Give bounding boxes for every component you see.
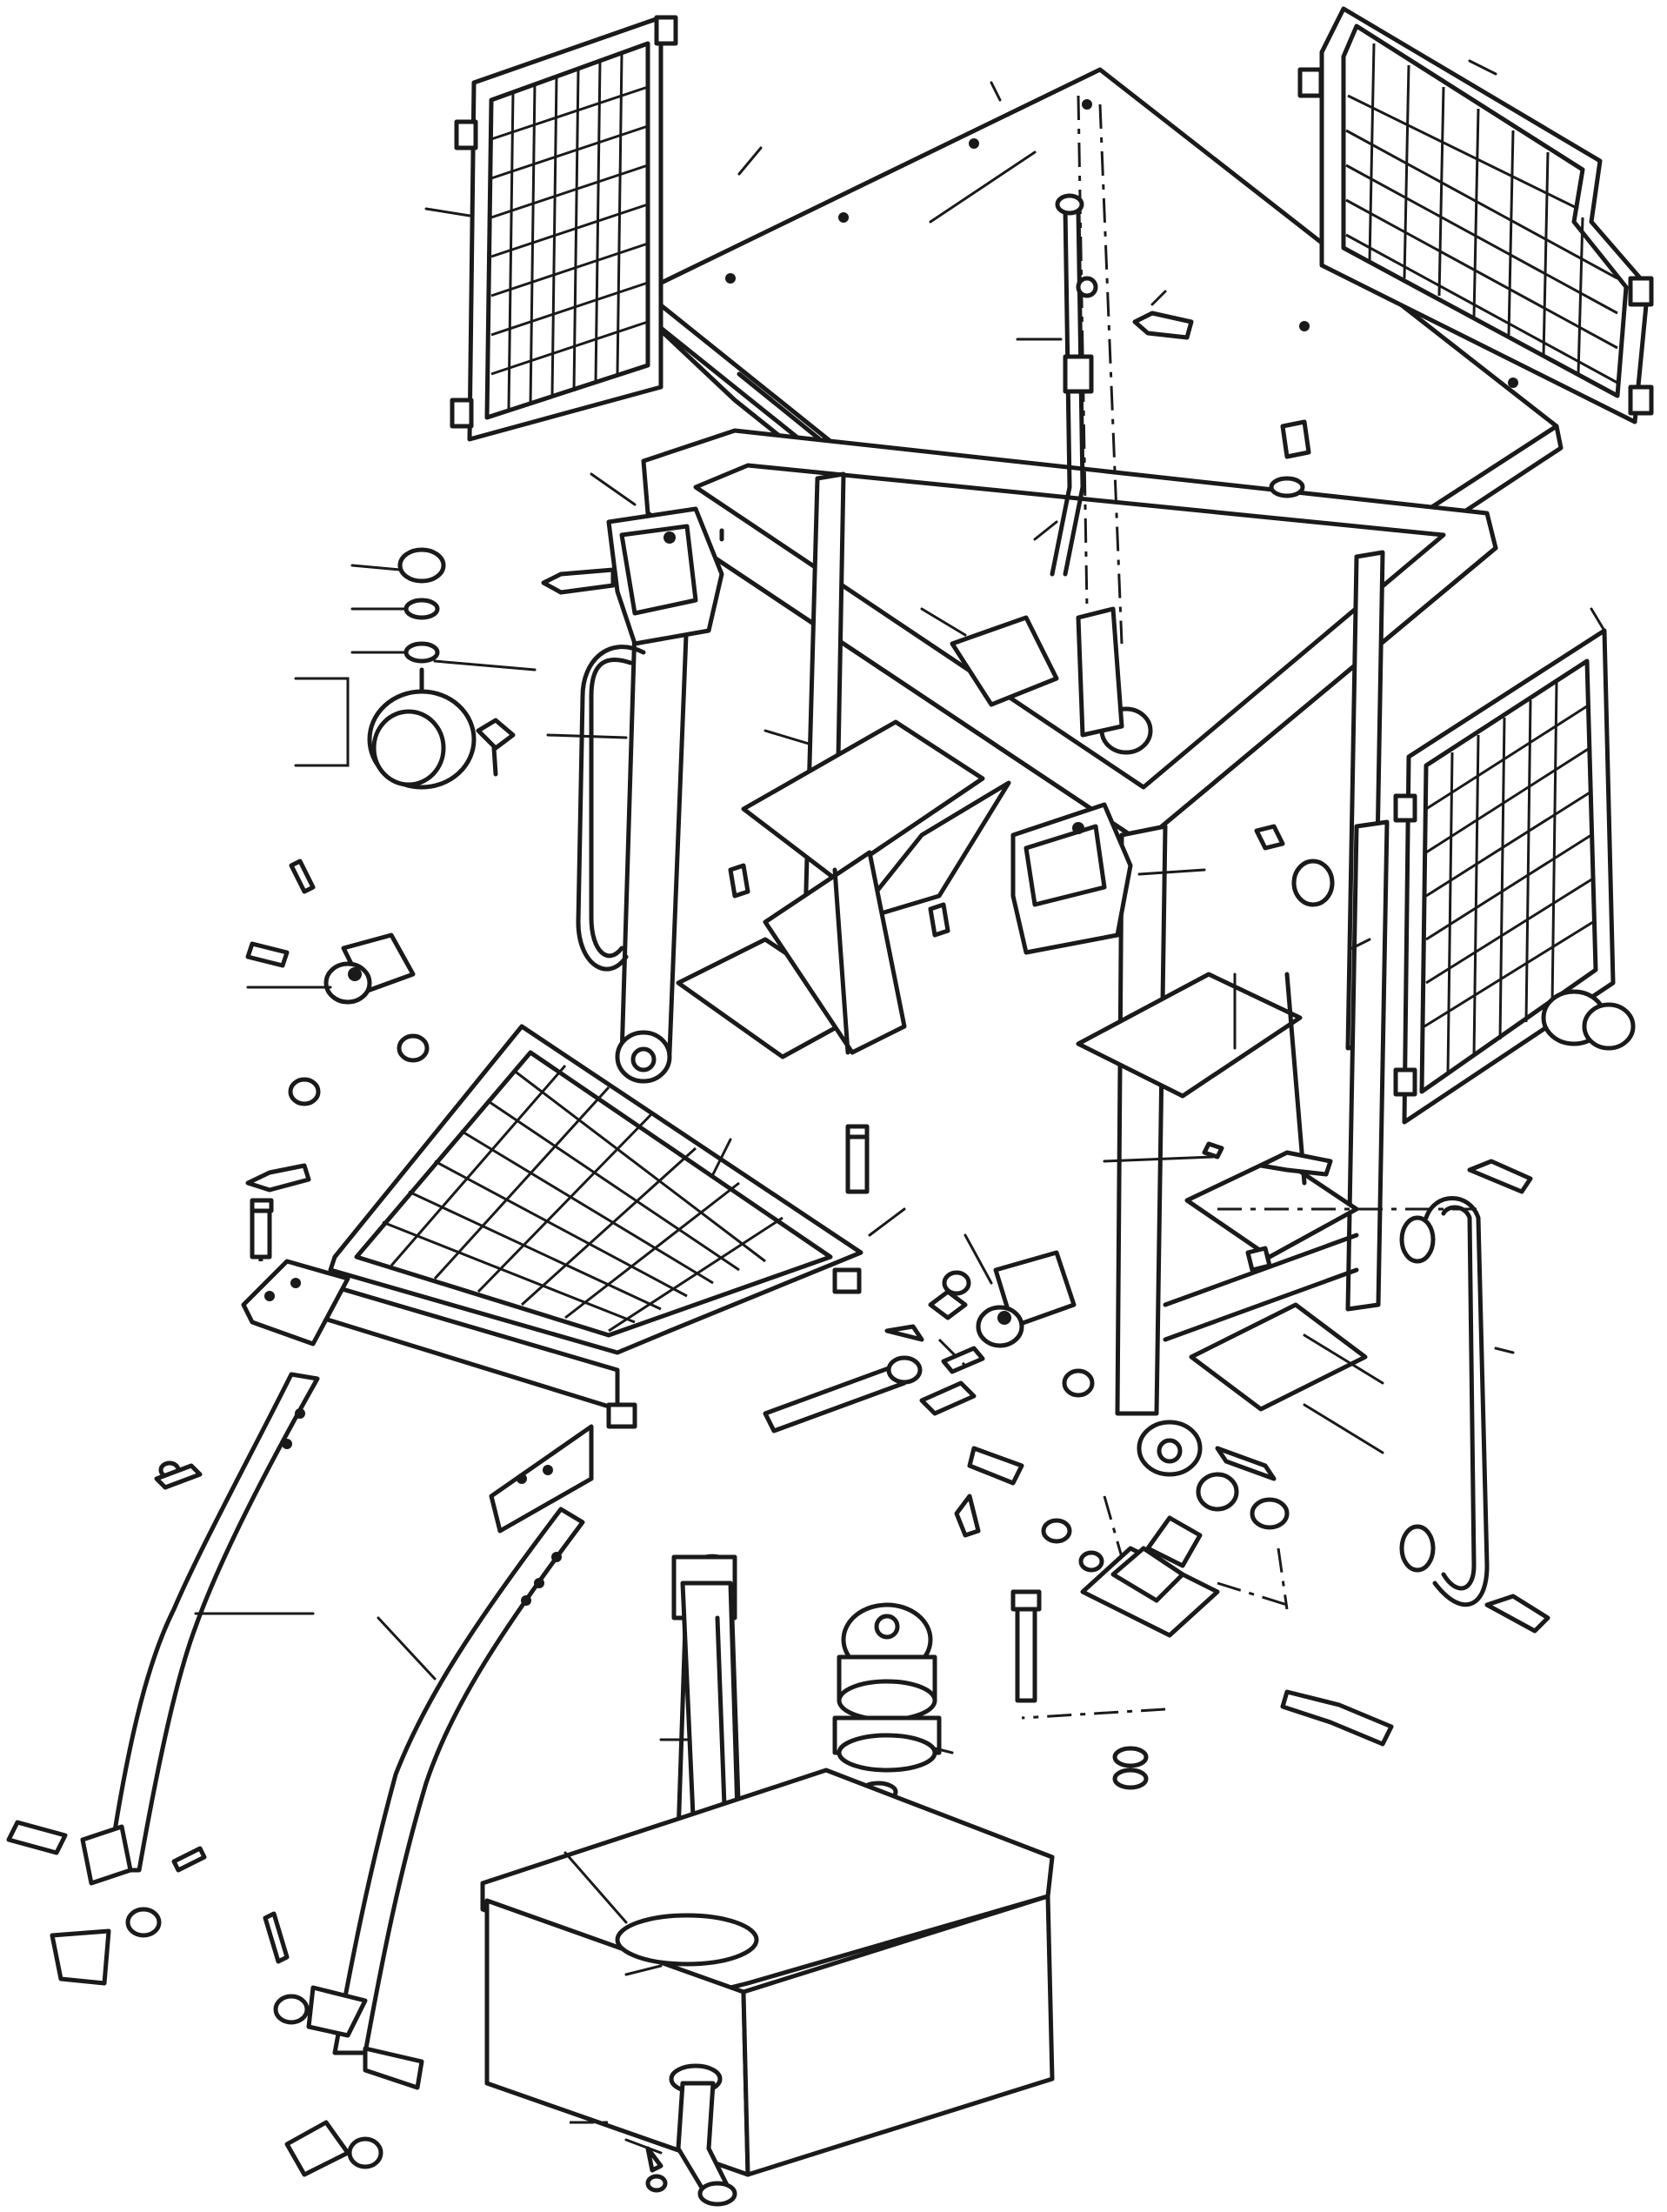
work-lamp [294,547,537,790]
roof-support-rod [1016,95,1194,645]
stay-rod [763,1355,923,1433]
handrail-right [1399,1196,1515,1607]
battery-box [480,1768,1055,2177]
handrail-left [546,645,646,972]
side-screen-left [424,15,678,442]
mounting-bracket-left [246,932,430,1106]
side-screen-right [1297,6,1654,424]
floor-grille [241,1024,864,1534]
side-screen-rear [1393,607,1636,1125]
filler-neck [624,2063,737,2207]
roll-bar-left [106,1372,320,1873]
fasteners [6,419,1550,2177]
cab-frame [606,428,1498,1477]
leader-lines [570,146,1478,2124]
mounting-bracket-right [942,1250,1220,1638]
